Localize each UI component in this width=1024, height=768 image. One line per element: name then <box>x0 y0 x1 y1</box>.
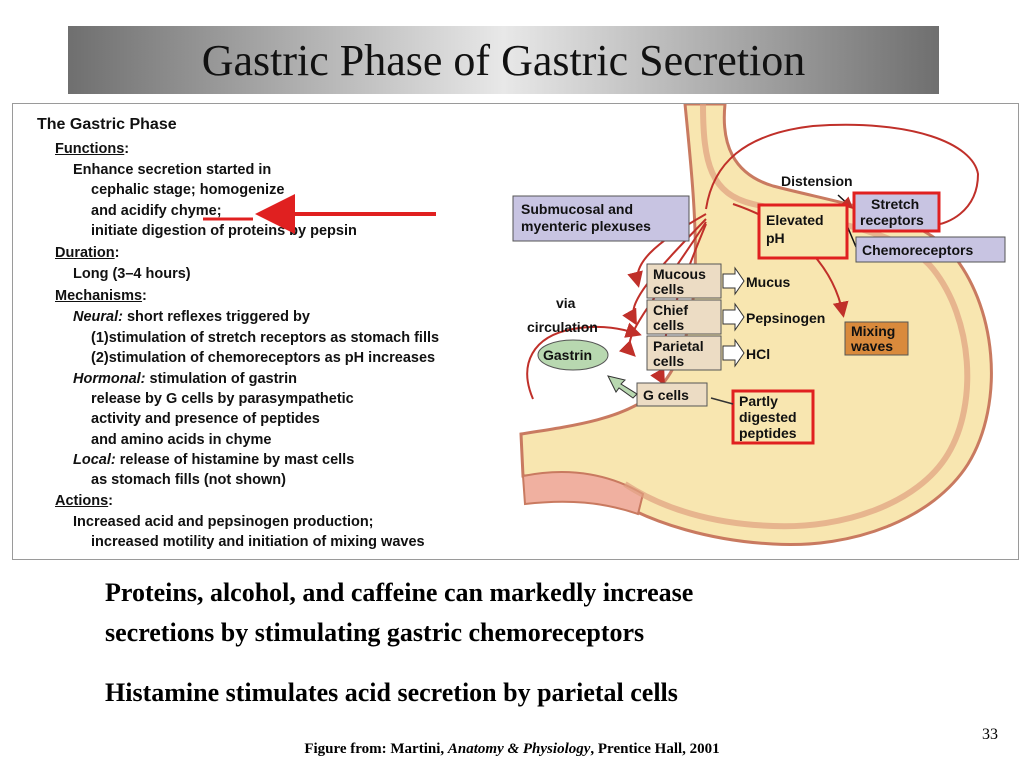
chemoreceptors-label: Chemoreceptors <box>862 242 973 258</box>
via-label: via <box>556 295 576 311</box>
hormonal-line-3: activity and presence of peptides <box>91 411 320 427</box>
partly-label-2: digested <box>739 409 797 425</box>
mucosa-layer <box>623 104 971 530</box>
figure-panel: The Gastric Phase Functions: Enhance sec… <box>12 103 1019 560</box>
submucosal-label-1: Submucosal and <box>521 201 633 217</box>
note-line-3: Histamine stimulates acid secretion by p… <box>105 678 678 707</box>
actions-label: Actions: <box>55 493 114 509</box>
local-label: Local: <box>73 452 116 468</box>
circulation-label: circulation <box>527 319 598 335</box>
local-line-2: as stomach fills (not shown) <box>91 472 286 488</box>
functions-line-3: and acidify chyme; <box>91 201 222 222</box>
peptides-arrow <box>710 397 734 405</box>
functions-label: Functions: <box>55 141 130 157</box>
partly-label-1: Partly <box>739 393 778 409</box>
note-line-2: secretions by stimulating gastric chemor… <box>105 618 645 647</box>
stomach-diagram: Submucosal and myenteric plexuses Disten… <box>203 104 1006 547</box>
partly-label-3: peptides <box>739 425 797 441</box>
chief-label-2: cells <box>653 317 684 333</box>
stretch-label-2: receptors <box>860 212 924 228</box>
credit-suffix: , Prentice Hall, 2001 <box>590 741 720 757</box>
functions-line-2: cephalic stage; homogenize <box>91 182 285 198</box>
gcells-label: G cells <box>643 387 689 403</box>
local-text: release of histamine by mast cells <box>115 452 355 468</box>
mucous-label-2: cells <box>653 281 684 297</box>
hormonal-label: Hormonal: <box>73 371 146 387</box>
partly-digested-box <box>731 389 815 445</box>
parietal-label-1: Parietal <box>653 338 704 354</box>
mucous-cells-box <box>646 263 722 299</box>
figure-credit: Figure from: Martini, Anatomy & Physiolo… <box>0 741 1024 758</box>
functions-line-3a: and acidify <box>91 203 171 219</box>
elevated-label-1: Elevated <box>766 212 824 228</box>
pepsinogen-label: Pepsinogen <box>746 310 825 326</box>
hormonal-text: stimulation of gastrin <box>145 371 297 387</box>
hormonal-line-2: release by G cells by parasympathetic <box>91 391 354 407</box>
elevated-ph-box <box>757 203 849 260</box>
elevated-label-2: pH <box>766 230 785 246</box>
actions-line-2: increased motility and initiation of mix… <box>91 534 425 550</box>
actions-label-text: Actions <box>55 493 109 509</box>
title-bar: Gastric Phase of Gastric Secretion <box>68 26 939 94</box>
stretch-receptors-box <box>852 191 941 233</box>
local-line: Local: release of histamine by mast cell… <box>73 450 354 471</box>
chyme-word: chyme <box>170 203 217 219</box>
mucus-label: Mucus <box>746 274 791 290</box>
chief-label-1: Chief <box>653 302 688 318</box>
mucous-label-1: Mucous <box>653 266 706 282</box>
actions-line-1: Increased acid and pepsinogen production… <box>73 514 374 530</box>
page-number: 33 <box>982 726 998 743</box>
nerve-to-parietal <box>618 221 707 357</box>
functions-line-3c: ; <box>216 203 222 219</box>
parietal-label-2: cells <box>653 353 684 369</box>
duration-label: Duration: <box>55 245 120 261</box>
note-line-1: Proteins, alcohol, and caffeine can mark… <box>105 578 694 607</box>
neural-item-1: (1)stimulation of stretch receptors as s… <box>91 330 440 346</box>
figure-heading: The Gastric Phase <box>37 116 177 133</box>
chief-cells-box <box>646 299 722 335</box>
nerve-path-top <box>705 123 980 225</box>
mixing-label-2: waves <box>850 338 893 354</box>
mucus-arrow-icon <box>722 266 745 296</box>
neural-line: Neural: short reflexes triggered by <box>73 307 310 328</box>
mixing-waves-box <box>844 321 909 356</box>
parietal-cells-box <box>646 335 722 371</box>
neural-item-2: (2)stimulation of chemoreceptors as pH i… <box>91 350 436 366</box>
neural-label: Neural: <box>73 309 123 325</box>
chemoreceptors-box <box>855 236 1006 263</box>
duration-label-text: Duration <box>55 245 115 261</box>
gastrin-label: Gastrin <box>543 347 592 363</box>
gastrin-oval <box>537 339 609 371</box>
credit-prefix: Figure from: Martini, <box>304 741 448 757</box>
distension-arrow <box>837 194 854 210</box>
hcl-label: HCl <box>746 346 770 362</box>
hormonal-line: Hormonal: stimulation of gastrin <box>73 369 297 390</box>
gastrin-release-arrow <box>607 375 638 399</box>
submucosal-box <box>512 195 690 242</box>
gastrin-to-cells <box>526 322 642 400</box>
pepsinogen-arrow-icon <box>722 302 745 332</box>
mixing-label-1: Mixing <box>851 323 895 339</box>
hcl-arrow-icon <box>722 338 745 368</box>
neural-text: short reflexes triggered by <box>122 309 310 325</box>
duration-value: Long (3–4 hours) <box>73 266 191 282</box>
functions-label-text: Functions <box>55 141 125 157</box>
nerve-to-mucous <box>627 213 707 288</box>
stretch-label-1: Stretch <box>871 196 919 212</box>
submucosal-label-2: myenteric plexuses <box>521 218 651 234</box>
functions-line-1: Enhance secretion started in <box>73 162 272 178</box>
distension-label: Distension <box>781 173 853 189</box>
mechanisms-label-text: Mechanisms <box>55 288 143 304</box>
mechanisms-label: Mechanisms: <box>55 288 147 304</box>
duodenum <box>521 471 645 516</box>
slide-title: Gastric Phase of Gastric Secretion <box>201 35 806 85</box>
credit-book: Anatomy & Physiology <box>447 741 591 757</box>
hormonal-line-4: and amino acids in chyme <box>91 432 272 448</box>
